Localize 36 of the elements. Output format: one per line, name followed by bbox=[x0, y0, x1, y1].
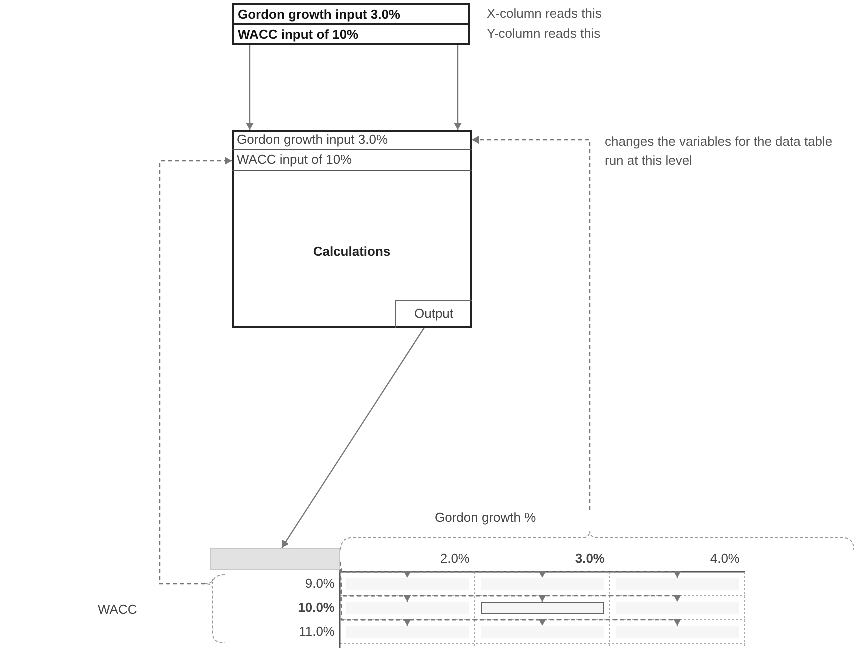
column-header: 4.0% bbox=[709, 551, 740, 566]
row-header: 10.0% bbox=[297, 600, 335, 615]
note-text: X-column reads this bbox=[487, 6, 602, 21]
table-cell bbox=[616, 602, 739, 614]
axis-title: Gordon growth % bbox=[435, 510, 536, 525]
output-cell: Output bbox=[395, 300, 472, 328]
note-text: Y-column reads this bbox=[487, 26, 601, 41]
table-cell bbox=[481, 626, 604, 638]
table-cell bbox=[481, 602, 604, 614]
table-cell bbox=[346, 626, 469, 638]
arrow bbox=[454, 45, 462, 130]
table-cell bbox=[616, 578, 739, 590]
row-header: 9.0% bbox=[304, 576, 335, 591]
arrow bbox=[282, 328, 425, 548]
row-header: 11.0% bbox=[298, 624, 335, 639]
brace bbox=[205, 574, 225, 644]
input-cell: WACC input of 10% bbox=[232, 150, 472, 171]
column-header: 3.0% bbox=[574, 551, 605, 566]
arrow bbox=[339, 562, 682, 578]
arrow bbox=[246, 45, 254, 130]
table-cell bbox=[346, 602, 469, 614]
column-header: 2.0% bbox=[439, 551, 470, 566]
table-cell bbox=[210, 548, 340, 570]
table-cell bbox=[616, 626, 739, 638]
table-cell bbox=[346, 578, 469, 590]
box-title: Calculations bbox=[313, 244, 391, 259]
table-cell bbox=[481, 578, 604, 590]
input-cell: Gordon growth input 3.0% bbox=[232, 3, 470, 25]
model-box bbox=[232, 130, 472, 328]
arrow bbox=[472, 136, 591, 510]
arrow bbox=[159, 157, 232, 585]
brace bbox=[340, 510, 855, 550]
input-cell: WACC input of 10% bbox=[232, 23, 470, 45]
axis-title: WACC bbox=[98, 602, 138, 617]
input-cell: Gordon growth input 3.0% bbox=[232, 130, 472, 150]
note-text: changes the variables for the data table run at this level bbox=[605, 133, 834, 170]
